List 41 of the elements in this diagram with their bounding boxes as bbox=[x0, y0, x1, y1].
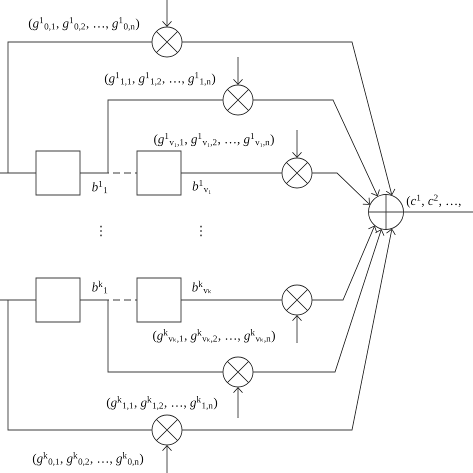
arrow bbox=[292, 315, 302, 344]
arrow bbox=[162, 445, 172, 473]
arrow bbox=[182, 228, 396, 430]
arrow bbox=[252, 228, 384, 372]
vector-label: (g$^{k}$$_{0,1}$, g$^{k}$$_{0,2}$, …, g$^{k}$$_{0,n}$) bbox=[32, 452, 144, 466]
signal-label: b$^{1}$1 bbox=[92, 180, 108, 194]
connector-line bbox=[80, 300, 224, 372]
edge-label: (c$^{1}$, c$^{2}$, …, bbox=[405, 194, 462, 209]
arrow bbox=[312, 172, 370, 205]
block-box bbox=[136, 150, 182, 196]
connector-line bbox=[180, 172, 282, 174]
block-box bbox=[136, 278, 182, 322]
vector-label: (g$^{1}$$_{v₁,1}$, g$^{1}$$_{v₁,2}$, …, g$^{1}$$_{v₁,n}$) bbox=[154, 132, 274, 148]
arrow bbox=[233, 387, 243, 418]
arrow bbox=[312, 225, 378, 300]
arrow bbox=[292, 130, 302, 158]
arrow bbox=[252, 100, 380, 197]
block-box bbox=[36, 278, 80, 322]
vector-label: (g$^{1}$$_{0,1}$, g$^{1}$$_{0,2}$, …, g$^{1}$$_{0,n}$) bbox=[28, 17, 140, 31]
vector-label: (g$^{1}$$_{1,1}$, g$^{1}$$_{1,2}$, …, g$^{1}$$_{1,n}$) bbox=[104, 72, 216, 86]
arrow bbox=[182, 42, 396, 196]
adder-circle bbox=[368, 194, 404, 230]
multiplier-circle bbox=[152, 414, 182, 446]
signal-label: b$^{k}$vₖ bbox=[192, 280, 212, 294]
vertical-ellipsis: ⋮ bbox=[200, 226, 202, 236]
connector-line bbox=[0, 300, 152, 430]
multiplier-circle bbox=[222, 84, 254, 116]
block-box bbox=[36, 150, 80, 196]
multiplier-circle bbox=[282, 284, 312, 316]
vertical-ellipsis: ⋮ bbox=[100, 226, 102, 236]
signal-label: b$^{k}$1 bbox=[92, 280, 108, 294]
arrow bbox=[162, 0, 172, 27]
multiplier-circle bbox=[222, 356, 254, 388]
arrow bbox=[233, 56, 243, 85]
multiplier-circle bbox=[282, 158, 312, 188]
multiplier-circle bbox=[152, 26, 182, 58]
connector-line bbox=[80, 100, 224, 174]
vector-label: (g$^{k}$$_{1,1}$, g$^{k}$$_{1,2}$, …, g$^{k}$$_{1,n}$) bbox=[106, 396, 218, 410]
connector-line bbox=[0, 42, 152, 174]
vector-label: (g$^{k}$$_{vₖ,1}$, g$^{k}$$_{vₖ,2}$, …, g$^{k}$$_{vₖ,n}$) bbox=[153, 329, 275, 343]
signal-label: b$^{1}$v₁ bbox=[192, 180, 211, 194]
